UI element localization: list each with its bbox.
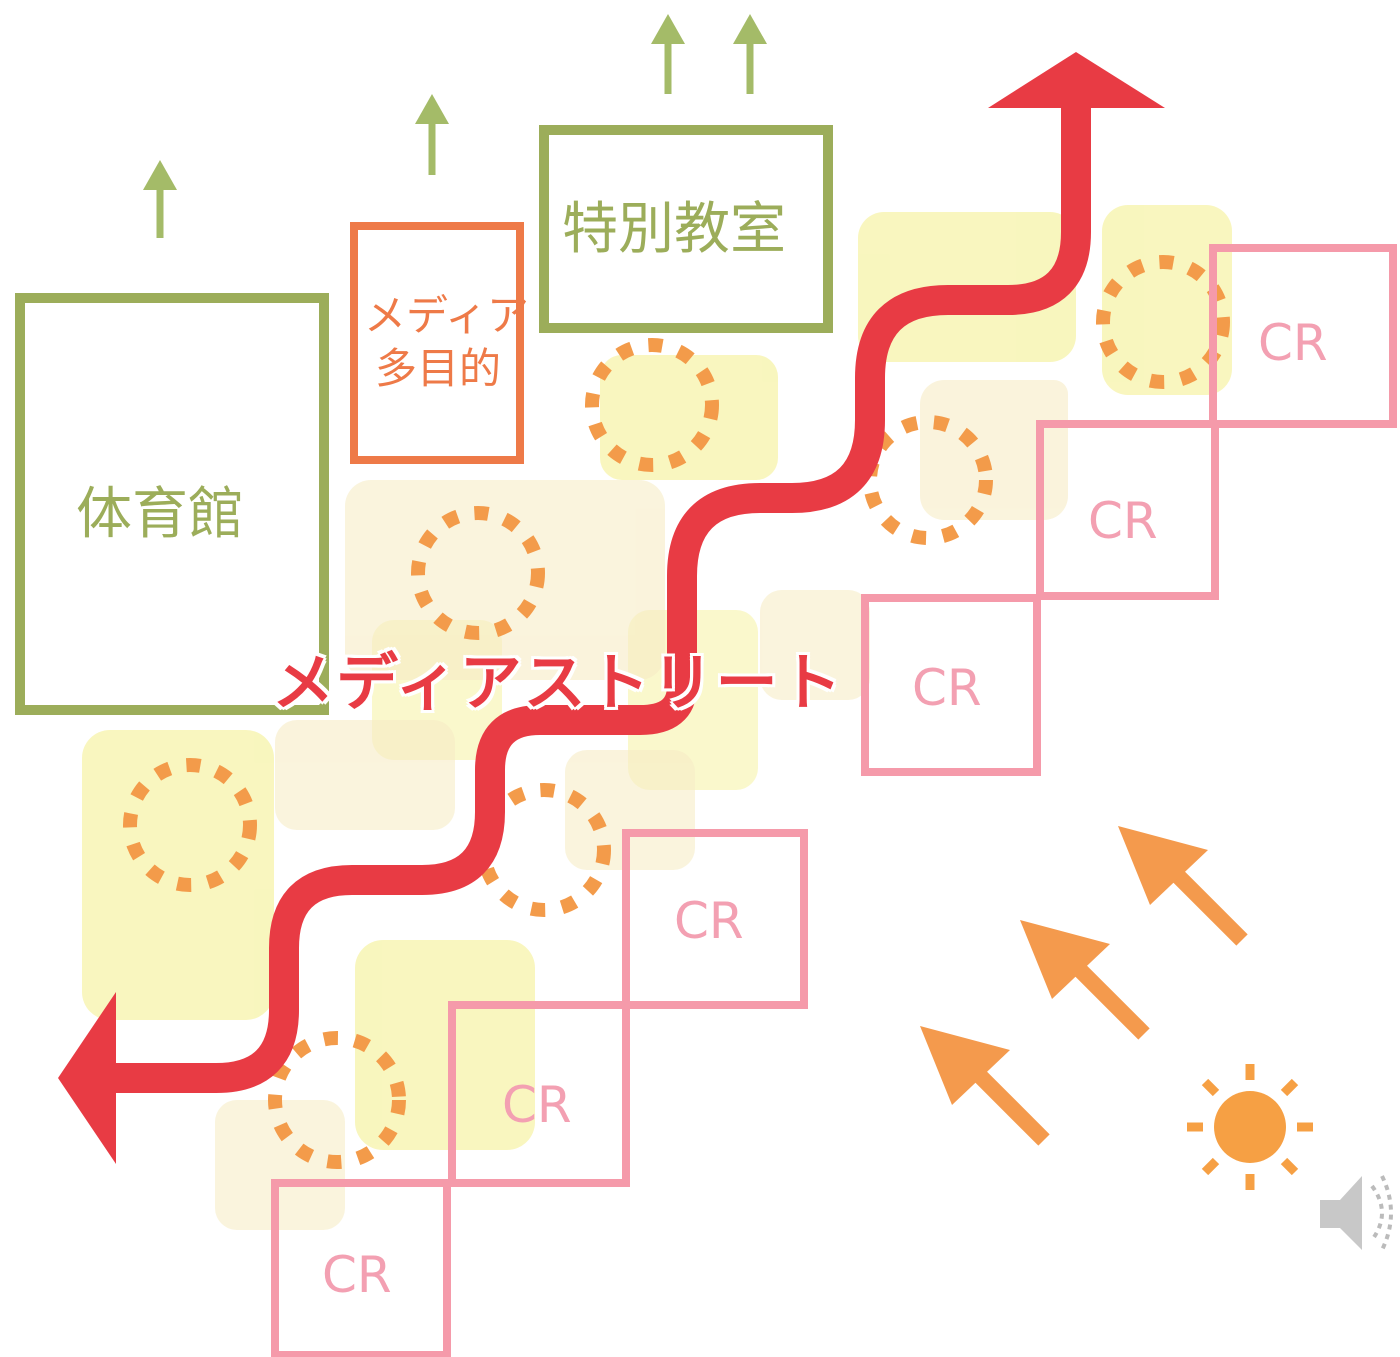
cr-label-5: CR — [502, 1076, 572, 1134]
classroom-boxes — [271, 244, 1397, 1357]
special-classroom-box — [539, 125, 833, 333]
activity-circles — [123, 255, 1230, 1169]
media-street-label: メディアストリート — [272, 646, 844, 719]
cr-label-1: CR — [1258, 314, 1328, 372]
sun-icon — [1187, 1064, 1313, 1190]
gym-label: 体育館 — [76, 482, 244, 547]
cr-label-3: CR — [912, 659, 982, 717]
cr-label-6: CR — [322, 1246, 392, 1304]
wind-arrow-icon — [920, 826, 1248, 1146]
media-street-arrow — [58, 52, 1165, 1164]
media-label-line2: 多目的 — [374, 343, 501, 393]
media-label-line1: メディア — [364, 291, 530, 340]
gym-box — [15, 293, 329, 715]
cr-label-2: CR — [1088, 492, 1158, 550]
speaker-icon[interactable] — [1320, 1175, 1393, 1251]
cr-label-4: CR — [674, 892, 744, 950]
media-room-box — [350, 222, 524, 464]
media-room-label: メディア 多目的 — [364, 290, 530, 395]
special-classroom-label: 特別教室 — [562, 197, 786, 262]
cream-zones — [215, 380, 1068, 1230]
up-arrow-icon — [143, 14, 767, 238]
